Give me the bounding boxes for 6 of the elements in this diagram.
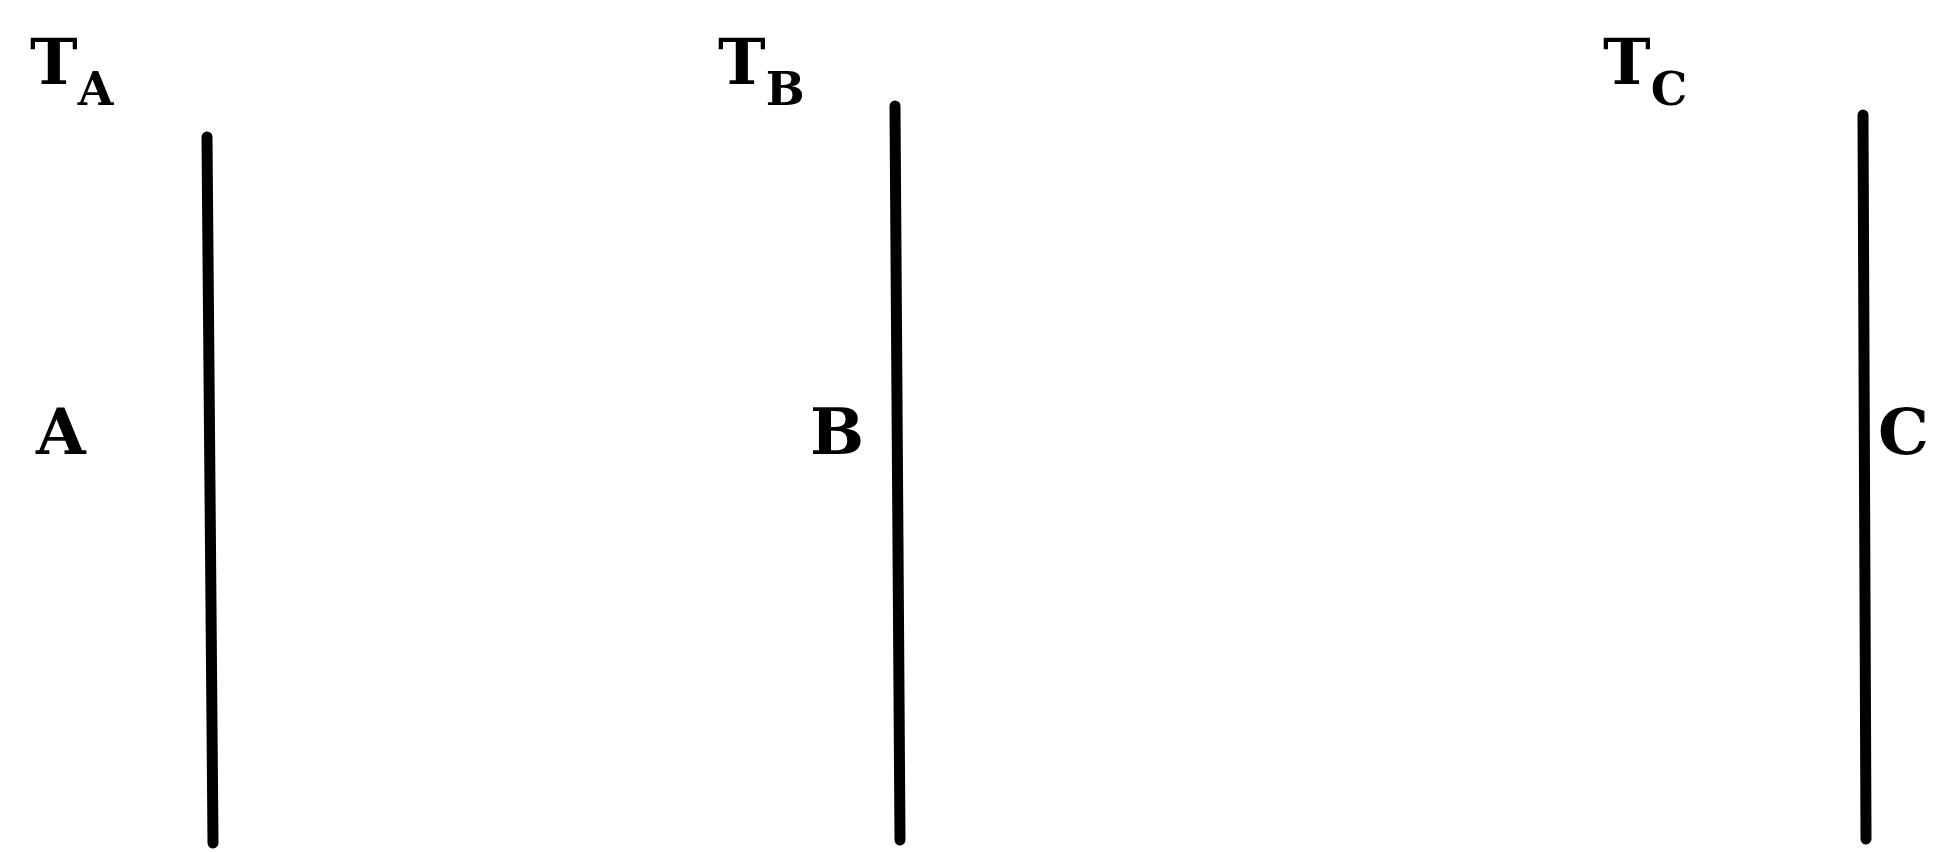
point-label: C: [1878, 400, 1929, 464]
point-label: A: [36, 400, 86, 464]
variable-label: T$_{C}$: [1603, 30, 1688, 112]
variable-label: T$_{B}$: [718, 30, 805, 112]
variable-label: T$_{A}$: [30, 30, 114, 112]
point-label: B: [810, 400, 865, 464]
